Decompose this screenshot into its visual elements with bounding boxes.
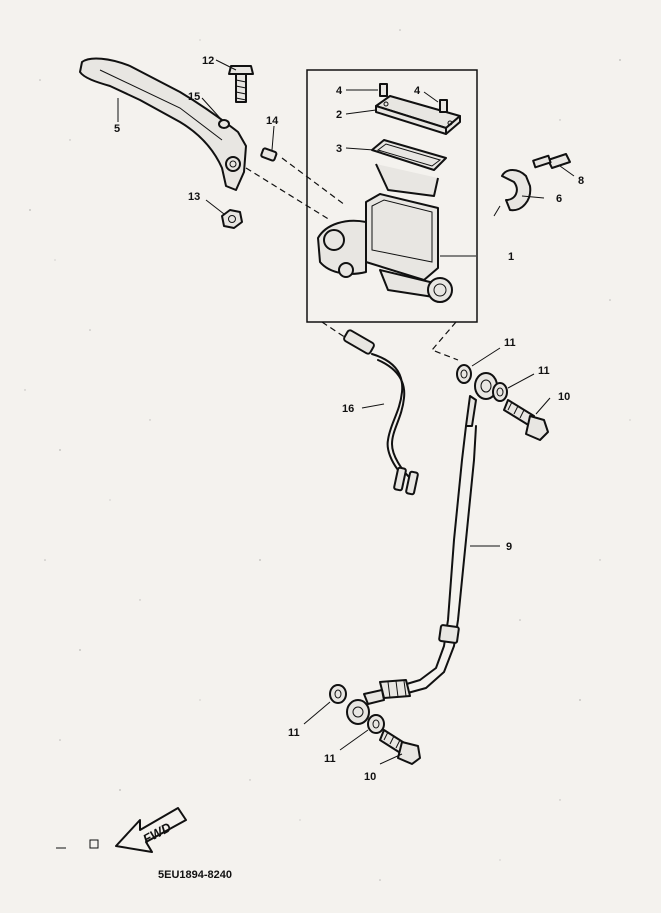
- fwd-arrow-icon: FWD: [115, 807, 187, 853]
- callout-2: 2: [336, 109, 342, 121]
- callout-14: 14: [266, 115, 279, 127]
- callout-9: 9: [506, 541, 512, 553]
- upper-banjo-fitting: [456, 364, 508, 402]
- diaphragm: [371, 139, 447, 197]
- reservoir-cap: [375, 95, 461, 135]
- callout-1: 1: [508, 251, 514, 263]
- clamp-bolt: [532, 153, 571, 169]
- master-cylinder-box: [306, 69, 478, 323]
- callout-11d: 11: [324, 753, 336, 765]
- callout-12: 12: [202, 55, 214, 67]
- callout-labels: 1 2 3 4 4 5 6 8 9 10 10 11 11 11 11 12 1…: [114, 55, 584, 783]
- pivot-bolt: [228, 65, 254, 103]
- assembly-line: [430, 321, 459, 361]
- cap-screw: [379, 83, 448, 113]
- callout-15: 15: [188, 91, 200, 103]
- callout-4b: 4: [414, 85, 421, 97]
- lower-banjo-fitting: [329, 684, 385, 734]
- brake-lever: [79, 57, 247, 191]
- callout-10a: 10: [558, 391, 570, 403]
- brake-hose: [379, 395, 477, 699]
- paper-speckle: [24, 29, 631, 881]
- callout-5: 5: [114, 123, 120, 135]
- callout-6: 6: [556, 193, 562, 205]
- corner-marks: [56, 839, 99, 849]
- lower-banjo-bolt: [379, 729, 421, 765]
- assembly-line: [245, 167, 331, 221]
- callout-4a: 4: [336, 85, 343, 97]
- handlebar-clamp: [493, 169, 532, 217]
- upper-banjo-bolt: [503, 399, 549, 441]
- callout-11c: 11: [288, 727, 300, 739]
- brake-switch: [343, 329, 419, 496]
- assembly-line: [321, 321, 347, 339]
- callout-11b: 11: [538, 365, 550, 377]
- pivot-pin: [260, 147, 278, 162]
- callout-10b: 10: [364, 771, 376, 783]
- callout-8: 8: [578, 175, 584, 187]
- callout-3: 3: [336, 143, 342, 155]
- callout-11a: 11: [504, 337, 516, 349]
- callout-13: 13: [188, 191, 200, 203]
- assembly-line: [281, 157, 346, 206]
- washer: [218, 119, 230, 129]
- lock-nut: [221, 209, 243, 229]
- callout-16: 16: [342, 403, 354, 415]
- cylinder-body: [317, 193, 453, 303]
- part-code: 5EU1894-8240: [158, 869, 232, 881]
- leader-lines: [117, 59, 575, 765]
